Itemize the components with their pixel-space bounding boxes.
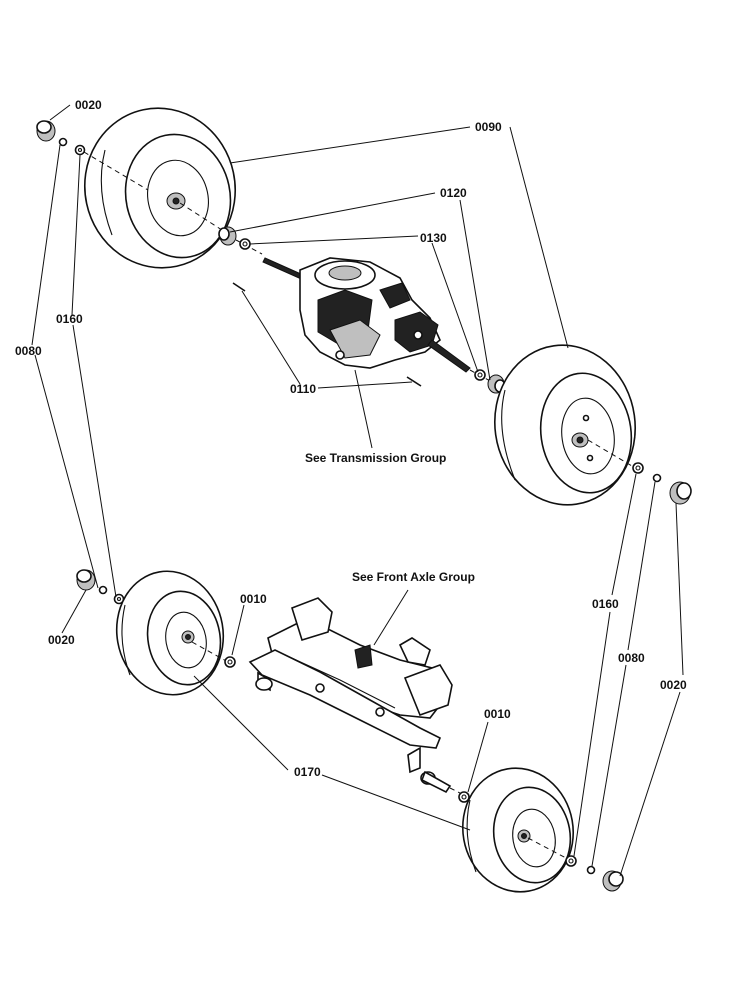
label-0110: 0110 (290, 382, 316, 396)
spacer-icon (218, 226, 237, 246)
washer-icon (565, 855, 577, 867)
note-see-transmission-group: See Transmission Group (305, 451, 446, 465)
label-0020-right: 0020 (660, 678, 687, 692)
washer-icon (458, 791, 470, 803)
label-0010-right: 0010 (484, 707, 511, 721)
rear-right-wheel-icon (493, 344, 637, 506)
label-0160-left: 0160 (56, 312, 83, 326)
washer-icon (632, 462, 644, 474)
label-0130: 0130 (420, 231, 447, 245)
label-0020-top-left: 0020 (75, 98, 102, 112)
hub-cap-icon (36, 120, 56, 142)
washer-icon (239, 238, 251, 250)
label-0010-left: 0010 (240, 592, 267, 606)
clip-icon (98, 585, 125, 605)
transmission-icon (262, 257, 471, 373)
note-see-front-axle-group: See Front Axle Group (352, 570, 475, 584)
clip-icon (586, 865, 596, 875)
front-axle-icon (248, 597, 453, 794)
hub-cap-icon (669, 481, 692, 505)
key-pin-icon (406, 376, 422, 387)
hub-cap-icon (76, 569, 96, 591)
label-0160-right: 0160 (592, 597, 619, 611)
label-0020-front-left: 0020 (48, 633, 75, 647)
front-left-wheel-icon (115, 570, 225, 696)
label-0080-left: 0080 (15, 344, 42, 358)
hub-cap-icon (602, 870, 624, 892)
label-0090: 0090 (475, 120, 502, 134)
front-right-wheel-icon (461, 767, 575, 893)
clip-icon (58, 137, 86, 156)
label-0080-right: 0080 (618, 651, 645, 665)
clip-icon (652, 473, 662, 483)
spacer-icon (487, 374, 506, 394)
washer-icon (474, 369, 486, 381)
key-pin-icon (232, 282, 246, 292)
label-0170: 0170 (294, 765, 321, 779)
rear-left-wheel-icon (83, 107, 237, 269)
leader-lines (31, 104, 684, 877)
washer-icon (224, 656, 236, 668)
label-0120: 0120 (440, 186, 467, 200)
